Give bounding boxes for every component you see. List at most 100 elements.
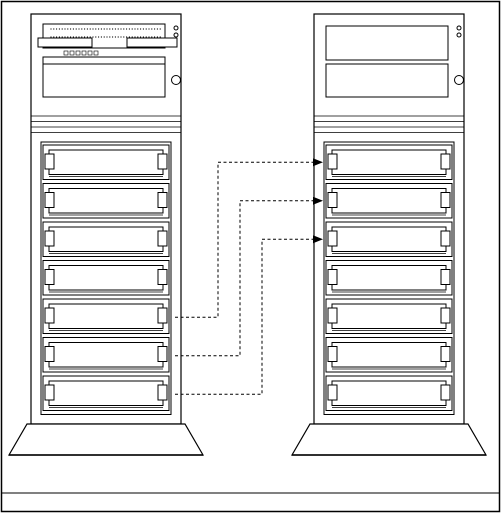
drive-face: [49, 343, 163, 368]
grille-dot: [56, 36, 57, 37]
drive-latch-left: [45, 154, 54, 169]
grille-dot: [64, 28, 65, 29]
drive-face: [332, 343, 446, 368]
drive-bay: [43, 145, 169, 180]
grille-dot: [50, 36, 51, 37]
drive-latch-right: [158, 385, 167, 400]
drive-bay: [326, 338, 452, 373]
grille-dot: [87, 36, 88, 37]
drive-latch-right: [158, 347, 167, 362]
grille-dot: [70, 28, 71, 29]
drive-bay: [43, 184, 169, 219]
grille-dot: [73, 36, 74, 37]
grille-dot: [50, 28, 51, 29]
drive-latch-left: [45, 231, 54, 246]
grille-dot: [148, 28, 149, 29]
drive-bay: [326, 299, 452, 334]
grille-dot: [146, 28, 147, 29]
drive-face: [332, 381, 446, 406]
drive-bay: [43, 376, 169, 411]
migration-arrow: [175, 201, 322, 356]
key-lock: [172, 76, 181, 85]
grille-dot: [143, 36, 144, 37]
grille-dot: [78, 28, 79, 29]
grille-dot: [120, 28, 121, 29]
drive-latch-right: [441, 231, 450, 246]
indicator-light: [64, 51, 68, 55]
drive-latch-left: [45, 308, 54, 323]
migration-arrow: [175, 162, 322, 317]
grille-dot: [106, 28, 107, 29]
grille-dot: [90, 28, 91, 29]
drive-latch-right: [441, 193, 450, 208]
drive-latch-left: [328, 154, 337, 169]
drive-latch-right: [158, 308, 167, 323]
grille-dot: [151, 28, 152, 29]
grille-dot: [53, 28, 54, 29]
drive-latch-left: [328, 385, 337, 400]
drive-latch-left: [45, 193, 54, 208]
grille-dot: [123, 28, 124, 29]
grille-dot: [53, 36, 54, 37]
power-led: [457, 26, 461, 30]
grille-dot: [81, 28, 82, 29]
grille-dot: [134, 28, 135, 29]
grille-dot: [112, 36, 113, 37]
grille-dot: [157, 36, 158, 37]
tower-stand: [292, 424, 486, 455]
grille-dot: [129, 36, 130, 37]
blank-media-panel: [326, 26, 448, 60]
grille-dot: [64, 36, 65, 37]
grille-dot: [62, 36, 63, 37]
grille-dot: [132, 36, 133, 37]
drive-bay: [43, 338, 169, 373]
drive-latch-left: [45, 385, 54, 400]
drive-tray: [127, 38, 177, 47]
drive-latch-right: [158, 193, 167, 208]
grille-dot: [140, 28, 141, 29]
grille-dot: [160, 36, 161, 37]
grille-dot: [118, 28, 119, 29]
drive-latch-right: [158, 231, 167, 246]
drive-face: [49, 189, 163, 214]
drive-latch-left: [328, 193, 337, 208]
drive-tray: [38, 38, 92, 47]
drive-bay: [326, 261, 452, 296]
drive-latch-left: [328, 308, 337, 323]
grille-dot: [151, 36, 152, 37]
grille-dot: [115, 36, 116, 37]
indicator-light: [76, 51, 80, 55]
blank-media-panel: [326, 64, 448, 97]
grille-dot: [67, 28, 68, 29]
grille-dot: [67, 36, 68, 37]
grille-dot: [76, 28, 77, 29]
drive-latch-right: [441, 154, 450, 169]
grille-dot: [134, 36, 135, 37]
left-tower: [9, 14, 203, 455]
grille-dot: [106, 36, 107, 37]
drive-face: [49, 381, 163, 406]
grille-dot: [62, 28, 63, 29]
grille-dot: [101, 36, 102, 37]
drive-bay: [43, 299, 169, 334]
grille-dot: [140, 36, 141, 37]
drive-bay: [326, 222, 452, 257]
drive-latch-left: [328, 347, 337, 362]
drive-face: [49, 227, 163, 252]
drive-face: [49, 304, 163, 329]
power-led: [174, 26, 178, 30]
blank-media-panel: [43, 64, 165, 97]
drive-bay: [326, 145, 452, 180]
grille-dot: [112, 28, 113, 29]
drive-face: [49, 266, 163, 291]
tower-stand: [9, 424, 203, 455]
drive-latch-left: [45, 270, 54, 285]
drive-latch-right: [441, 347, 450, 362]
grille-dot: [90, 36, 91, 37]
grille-dot: [78, 36, 79, 37]
grille-dot: [118, 36, 119, 37]
drive-latch-left: [328, 270, 337, 285]
grille-dot: [126, 36, 127, 37]
